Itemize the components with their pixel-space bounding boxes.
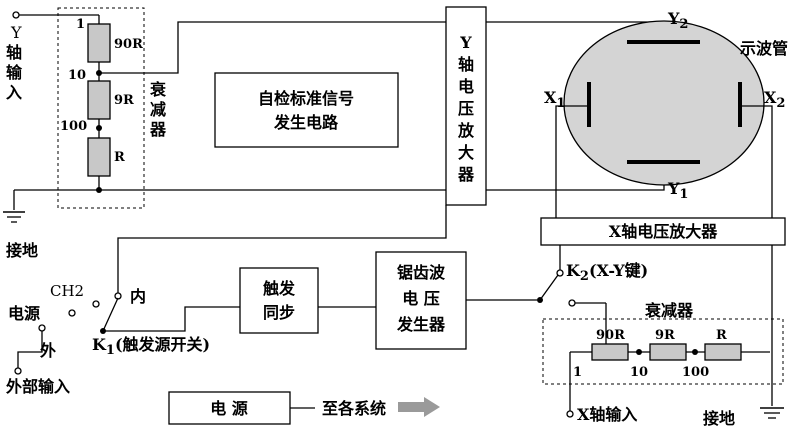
sawtooth-line-1: 锯齿波 bbox=[397, 263, 446, 282]
self-test-generator: 自检标准信号 发生电路 bbox=[214, 72, 399, 148]
svg-text:Y2: Y2 bbox=[667, 9, 688, 32]
k2-switch: K2(X-Y键) bbox=[537, 245, 648, 352]
wire-x1 bbox=[555, 105, 589, 218]
x-resistor-r bbox=[704, 343, 742, 361]
self-test-line-1: 自检标准信号 bbox=[258, 89, 354, 108]
y-amp-char-5: 放 bbox=[457, 121, 475, 140]
to-systems-label: 至各系统 bbox=[322, 399, 386, 418]
wire-x2 bbox=[740, 105, 773, 218]
sawtooth-line-2: 电 压 bbox=[402, 289, 440, 308]
svg-text:X1: X1 bbox=[544, 88, 565, 111]
power-label: 电源 bbox=[8, 304, 40, 323]
resistor-9r bbox=[87, 80, 111, 120]
power-box-label: 电 源 bbox=[210, 399, 248, 418]
wire-y-atten-to-amp bbox=[99, 21, 446, 74]
self-test-line-2: 发生电路 bbox=[273, 113, 339, 132]
x-tap-10: 10 bbox=[630, 365, 648, 380]
sawtooth-generator: 锯齿波 电 压 发生器 bbox=[375, 251, 467, 350]
y-amplifier: Y 轴 电 压 放 大 器 bbox=[445, 6, 487, 206]
ground-right-label: 接地 bbox=[703, 409, 735, 428]
x-tap-100: 100 bbox=[682, 365, 709, 380]
x-label-r: R bbox=[716, 328, 727, 343]
y-amp-char-6: 大 bbox=[458, 143, 474, 162]
resistor-90r bbox=[87, 23, 111, 63]
trigger-sync-line-2: 同步 bbox=[263, 303, 295, 322]
k1-desc: (触发源开关) bbox=[115, 335, 210, 354]
label-x1: X bbox=[544, 88, 557, 107]
x-input-terminal bbox=[566, 410, 574, 418]
x-resistor-9r bbox=[649, 343, 687, 361]
y-amp-char-4: 压 bbox=[458, 99, 474, 118]
ground-left-label: 接地 bbox=[6, 241, 38, 260]
label-x2-sub: 2 bbox=[776, 96, 785, 111]
k2-sub: 2 bbox=[580, 269, 589, 284]
resistor-r bbox=[87, 137, 111, 177]
k1-label: K bbox=[92, 335, 107, 354]
y-input: Y 轴 输 入 bbox=[6, 11, 99, 102]
y-amp-char-2: 轴 bbox=[458, 55, 474, 74]
y-label-r: R bbox=[114, 150, 125, 165]
ground-rail: 接地 bbox=[3, 187, 446, 260]
y-attenuator-label-3: 器 bbox=[149, 120, 167, 139]
y-amp-char-7: 器 bbox=[457, 165, 475, 184]
label-y1-sub: 1 bbox=[679, 187, 688, 202]
crt-tube: 示波管 Y2 Y1 X1 X2 bbox=[544, 9, 788, 202]
x-amp-label: X轴电压放大器 bbox=[609, 222, 718, 241]
x-input-label: X轴输入 bbox=[577, 405, 637, 424]
label-x2: X bbox=[764, 88, 777, 107]
label-y2: Y bbox=[667, 9, 680, 28]
label-x1-sub: 1 bbox=[556, 96, 565, 111]
power-supply: 电 源 至各系统 bbox=[168, 391, 440, 425]
y-attenuator-label-2: 减 bbox=[150, 100, 166, 119]
x-tap-1: 1 bbox=[573, 365, 582, 380]
k2-label: K bbox=[566, 261, 581, 280]
y-input-label-2: 轴 bbox=[6, 43, 22, 62]
external-input-label: 外部输入 bbox=[5, 377, 70, 396]
svg-text:K2(X-Y键): K2(X-Y键) bbox=[566, 261, 648, 284]
y-amp-char-3: 电 bbox=[458, 77, 474, 96]
y-attenuator: 1 10 100 90R 9R R 衰 减 器 bbox=[57, 7, 167, 209]
x-resistor-90r bbox=[591, 343, 629, 361]
y-input-label-3: 输 bbox=[6, 63, 23, 82]
trigger-source-switch: CH2 电源 内 外 K1(触发源开关) 外部输入 bbox=[5, 205, 447, 396]
y-label-90r: 90R bbox=[114, 37, 143, 52]
y-tap-10: 10 bbox=[68, 68, 86, 83]
y-attenuator-label-1: 衰 bbox=[149, 80, 167, 99]
k2-desc: (X-Y键) bbox=[589, 261, 648, 280]
y-tap-1: 1 bbox=[76, 17, 85, 32]
svg-text:X2: X2 bbox=[764, 88, 785, 111]
k1-sub: 1 bbox=[106, 343, 115, 358]
external-label: 外 bbox=[39, 341, 56, 360]
x-label-9r: 9R bbox=[655, 328, 675, 343]
svg-text:Y1: Y1 bbox=[667, 179, 688, 202]
crt-title: 示波管 bbox=[740, 39, 788, 58]
y-input-label-4: 入 bbox=[6, 83, 22, 102]
y-input-label-1: Y bbox=[10, 23, 22, 42]
y-tap-100: 100 bbox=[60, 119, 87, 134]
ch2-label: CH2 bbox=[50, 282, 84, 300]
label-y1: Y bbox=[667, 179, 680, 198]
trigger-sync-line-1: 触发 bbox=[262, 279, 296, 298]
sawtooth-line-3: 发生器 bbox=[396, 315, 446, 334]
x-attenuator-label: 衰减器 bbox=[644, 301, 694, 320]
svg-text:K1(触发源开关): K1(触发源开关) bbox=[92, 335, 210, 358]
y-label-9r: 9R bbox=[114, 93, 134, 108]
trigger-sync: 触发 同步 bbox=[239, 267, 319, 334]
label-y2-sub: 2 bbox=[679, 17, 688, 32]
x-amplifier: X轴电压放大器 bbox=[540, 217, 786, 246]
x-attenuator: 衰减器 90R 9R R 1 10 100 bbox=[542, 301, 784, 385]
arrow-right-icon bbox=[398, 397, 440, 417]
y-amp-char-1: Y bbox=[459, 33, 472, 52]
x-label-90r: 90R bbox=[596, 328, 625, 343]
internal-label: 内 bbox=[130, 287, 146, 306]
